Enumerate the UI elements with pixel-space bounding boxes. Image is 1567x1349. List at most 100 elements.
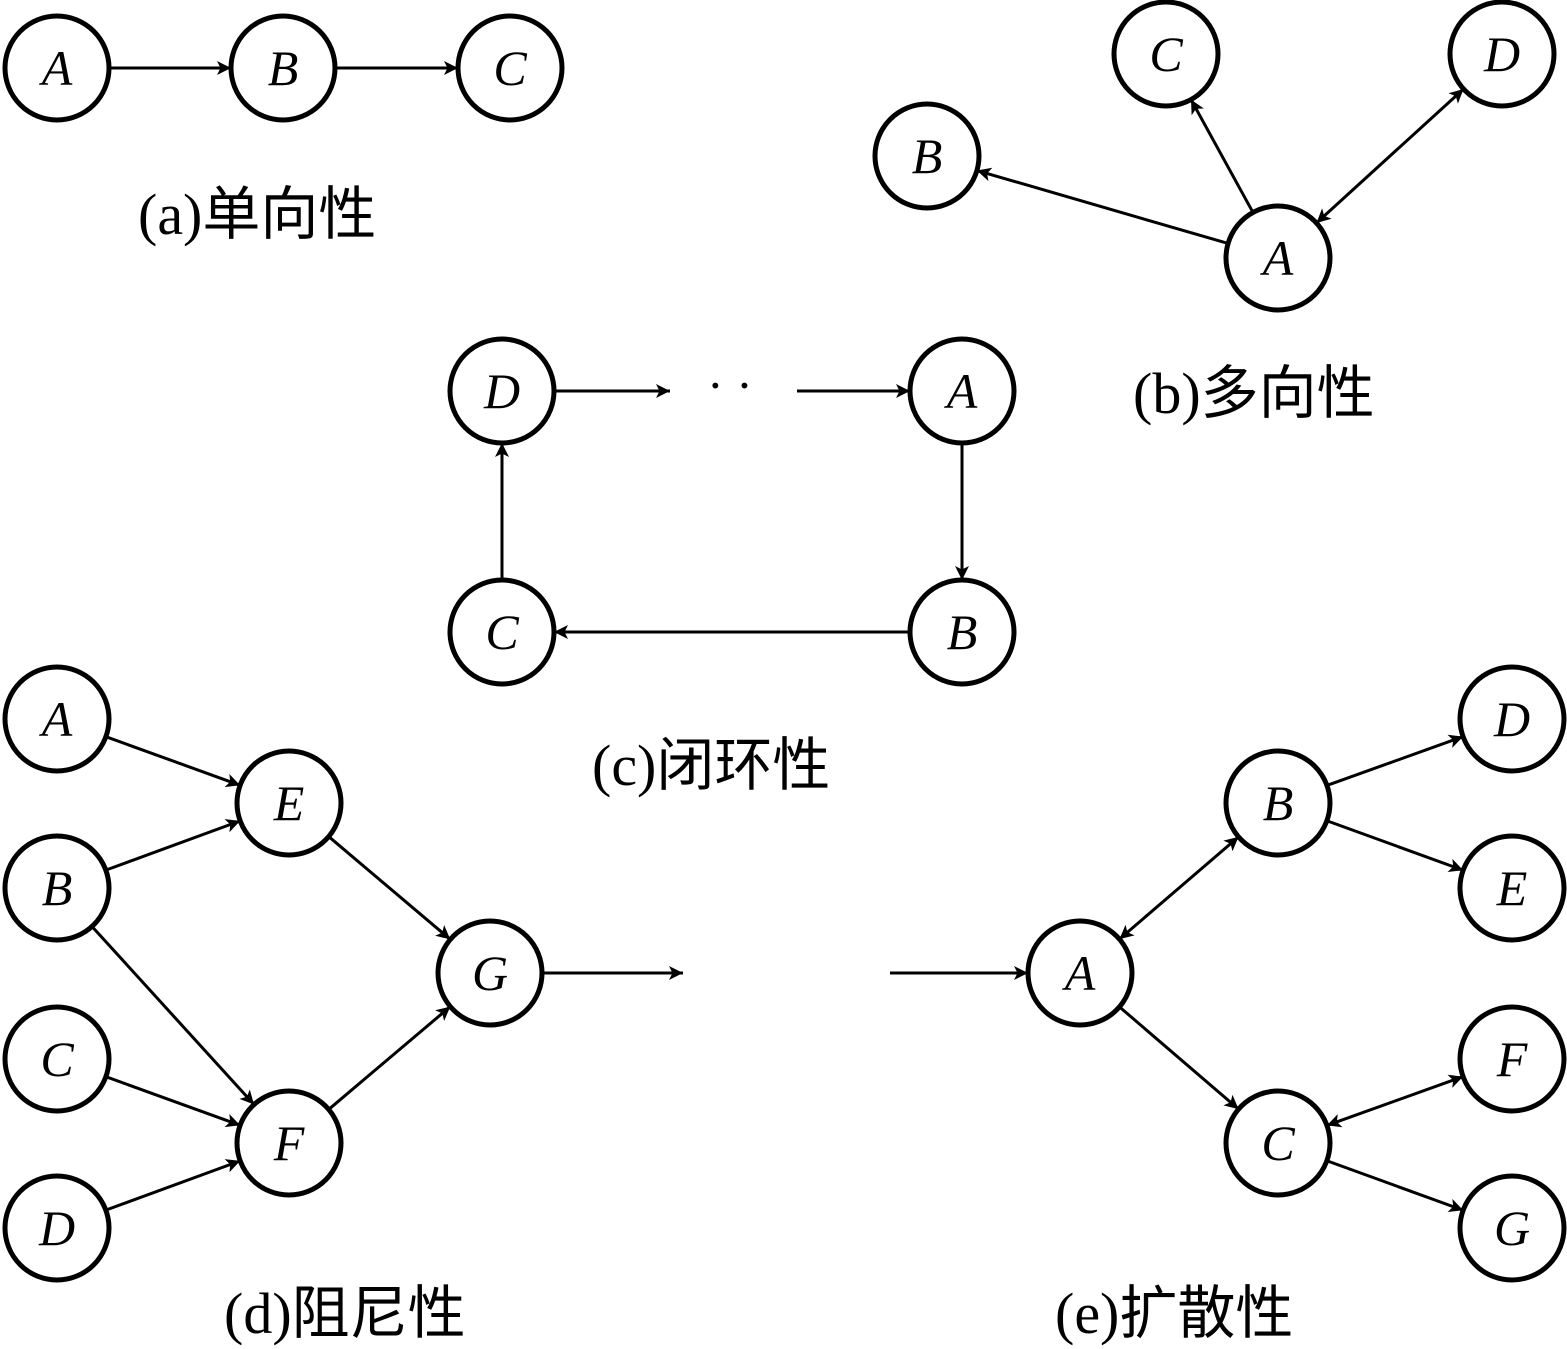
- node-b-C: C: [1111, 0, 1221, 109]
- node-d-G-circle: [435, 918, 545, 1028]
- node-d-G: G: [435, 918, 545, 1028]
- node-e-B: B: [1223, 748, 1333, 858]
- node-d-A: A: [2, 664, 112, 774]
- edge-d-F-G: [327, 1005, 452, 1111]
- node-e-B-circle: [1223, 748, 1333, 858]
- node-a-C-circle: [455, 13, 565, 123]
- caption-d: (d)阻尼性: [224, 1281, 466, 1346]
- node-d-F: F: [234, 1088, 344, 1198]
- caption-b: (b)多向性: [1133, 361, 1375, 426]
- node-c-D-label: D: [483, 363, 520, 419]
- edges-layer: [90, 61, 1465, 1213]
- node-e-G: G: [1457, 1173, 1567, 1283]
- node-d-D-circle: [2, 1173, 112, 1283]
- node-e-A: A: [1025, 918, 1135, 1028]
- node-e-D-label: D: [1493, 691, 1530, 747]
- node-d-E-circle: [234, 748, 344, 858]
- node-a-A-circle: [2, 13, 112, 123]
- node-d-C-circle: [2, 1004, 112, 1114]
- node-c-D-circle: [447, 336, 557, 446]
- edge-d-E-G: [327, 835, 452, 941]
- node-d-B-circle: [2, 833, 112, 943]
- edge-b-A-B: [976, 167, 1229, 245]
- node-d-C-label: C: [40, 1031, 74, 1087]
- node-c-C: C: [447, 577, 557, 687]
- caption-c: (c)闭环性: [592, 733, 830, 798]
- node-d-A-label: A: [39, 691, 73, 747]
- node-d-A-circle: [2, 664, 112, 774]
- node-b-B-circle: [872, 101, 982, 211]
- edge-e-A-B: [1118, 835, 1240, 941]
- node-b-A: A: [1223, 203, 1333, 313]
- nodes-layer: A B C A B C D D A B C A B C D E F G A B C D E F G: [2, 0, 1567, 1283]
- node-b-D: D: [1447, 0, 1557, 109]
- caption-e: (e)扩散性: [1055, 1281, 1293, 1346]
- edge-d-B-F: [90, 925, 256, 1106]
- node-a-C: C: [455, 13, 565, 123]
- edge-d-B-E: [105, 819, 241, 872]
- node-d-E-label: E: [273, 775, 305, 831]
- edge-e-C-F: [1326, 1074, 1464, 1128]
- edge-b-A-C: [1189, 98, 1255, 214]
- node-d-D: D: [2, 1173, 112, 1283]
- node-a-A: A: [2, 13, 112, 123]
- node-a-B-label: B: [268, 40, 299, 96]
- caption-a: (a)单向性: [138, 182, 376, 247]
- node-e-E-label: E: [1496, 860, 1528, 916]
- node-d-G-label: G: [472, 945, 508, 1001]
- node-b-D-label: D: [1483, 26, 1520, 82]
- node-d-C: C: [2, 1004, 112, 1114]
- edge-e-A-C: [1118, 1005, 1240, 1111]
- node-e-A-circle: [1025, 918, 1135, 1028]
- node-b-C-label: C: [1149, 26, 1183, 82]
- loop-ellipsis: · ·: [707, 357, 753, 413]
- node-e-F-label: F: [1496, 1031, 1528, 1087]
- node-e-F-circle: [1457, 1004, 1567, 1114]
- node-c-A-label: A: [944, 363, 978, 419]
- node-b-B: B: [872, 101, 982, 211]
- node-c-D: D: [447, 336, 557, 446]
- node-c-A: A: [907, 336, 1017, 446]
- node-a-C-label: C: [493, 40, 527, 96]
- edge-e-C-G: [1326, 1159, 1464, 1213]
- node-d-E: E: [234, 748, 344, 858]
- node-a-A-label: A: [39, 40, 73, 96]
- node-d-F-label: F: [273, 1115, 305, 1171]
- node-c-B: B: [907, 577, 1017, 687]
- node-e-F: F: [1457, 1004, 1567, 1114]
- node-e-E: E: [1457, 833, 1567, 943]
- node-c-A-circle: [907, 336, 1017, 446]
- node-d-B-label: B: [42, 860, 73, 916]
- node-a-B-circle: [228, 13, 338, 123]
- edge-d-C-F: [105, 1075, 241, 1128]
- node-c-B-circle: [907, 577, 1017, 687]
- node-e-B-label: B: [1263, 775, 1294, 831]
- node-b-C-circle: [1111, 0, 1221, 109]
- node-e-C-label: C: [1261, 1115, 1295, 1171]
- node-e-C: C: [1223, 1088, 1333, 1198]
- node-b-A-label: A: [1260, 230, 1294, 286]
- node-b-B-label: B: [912, 128, 943, 184]
- node-e-A-label: A: [1062, 945, 1096, 1001]
- edge-d-D-F: [105, 1159, 241, 1212]
- edge-b-A-D: [1315, 87, 1465, 225]
- node-e-E-circle: [1457, 833, 1567, 943]
- node-e-G-circle: [1457, 1173, 1567, 1283]
- node-e-C-circle: [1223, 1088, 1333, 1198]
- node-d-B: B: [2, 833, 112, 943]
- edge-d-A-E: [105, 735, 241, 788]
- node-e-D-circle: [1457, 664, 1567, 774]
- node-e-D: D: [1457, 664, 1567, 774]
- node-b-D-circle: [1447, 0, 1557, 109]
- node-c-C-label: C: [485, 604, 519, 660]
- node-d-F-circle: [234, 1088, 344, 1198]
- node-c-B-label: B: [947, 604, 978, 660]
- node-e-G-label: G: [1494, 1200, 1530, 1256]
- edge-e-B-E: [1326, 819, 1464, 873]
- node-d-D-label: D: [38, 1200, 75, 1256]
- node-b-A-circle: [1223, 203, 1333, 313]
- edge-e-B-D: [1326, 734, 1464, 787]
- node-a-B: B: [228, 13, 338, 123]
- node-c-C-circle: [447, 577, 557, 687]
